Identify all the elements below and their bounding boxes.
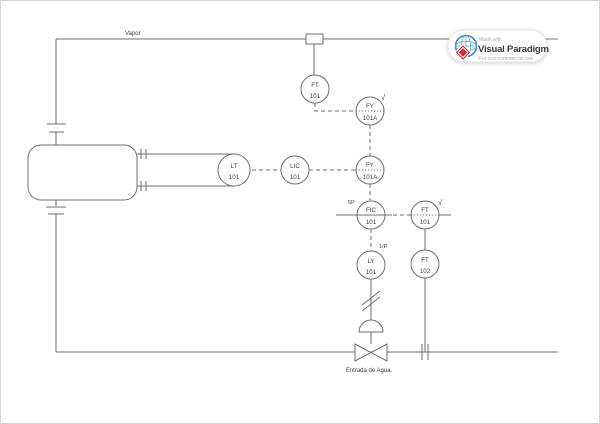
fy101a-upper-num: 101A xyxy=(363,115,378,122)
lt101-tag: LT xyxy=(231,163,238,170)
badge-made-with-text: Made with xyxy=(479,37,502,43)
vessel-bottom-flange-downcomer xyxy=(46,200,66,352)
orifice-plate-flow-element xyxy=(305,33,324,45)
ft101-top-circle xyxy=(300,74,330,104)
sqrt-symbol-upper: √ xyxy=(381,93,386,102)
lower-nozzle-tick-marks xyxy=(140,181,147,191)
fic101-tag: FIC xyxy=(366,207,376,214)
fic101-circle xyxy=(356,200,386,230)
pneumatic-slash-marks xyxy=(361,290,381,312)
vapor-line-label: Vapor xyxy=(125,31,141,37)
ft101-top-tag: FT xyxy=(311,82,319,89)
level-tap-lines xyxy=(137,149,234,191)
ip-converter-label: 1/P xyxy=(379,244,388,250)
lt101-num: 101 xyxy=(229,174,240,181)
instrument-ly101: LY 101 1/P xyxy=(356,244,388,280)
instrument-ft101-top: FT 101 xyxy=(300,74,330,104)
ft102-tag: FT xyxy=(421,257,429,264)
ly101-num: 101 xyxy=(366,269,377,276)
ft101-right-tag: FT xyxy=(421,207,429,214)
lic101-circle xyxy=(280,155,310,185)
instrument-lt101: LT 101 xyxy=(217,153,251,187)
ft101-to-fy101a-signal xyxy=(314,103,356,112)
valve-actuator-dome xyxy=(358,319,384,333)
badge-brand-text[interactable]: Visual Paradigm xyxy=(478,44,549,55)
fy101a-lower-num: 101A xyxy=(363,174,378,181)
visual-paradigm-logo-icon xyxy=(454,34,478,62)
instrument-lic101: LIC 101 xyxy=(280,155,310,185)
instrument-ft101-right: FT 101 √ xyxy=(410,198,451,230)
valve-body-right xyxy=(369,343,388,362)
fic101-num: 101 xyxy=(366,219,377,226)
ft102-circle xyxy=(410,249,440,279)
badge-license-text: For non-commercial use xyxy=(479,56,533,62)
fy101a-lower-tag: FY xyxy=(366,162,374,169)
sqrt-symbol-right: √ xyxy=(438,198,443,207)
upper-nozzle-tick-marks xyxy=(140,149,147,159)
instrument-fic101: FIC 101 SP xyxy=(336,200,392,230)
vessel-top-flange xyxy=(47,123,66,146)
control-valve-assembly xyxy=(354,319,388,362)
lic101-num: 101 xyxy=(290,174,301,181)
ft101-right-num: 101 xyxy=(420,219,431,226)
lic101-tag: LIC xyxy=(290,163,300,170)
vessel-drum xyxy=(27,144,138,201)
ly101-tag: LY xyxy=(367,258,374,265)
ft102-num: 102 xyxy=(420,268,431,275)
signal-lines xyxy=(252,103,426,352)
setpoint-label: SP xyxy=(347,200,355,206)
fy101a-upper-tag: FY xyxy=(366,103,374,110)
water-orifice-flange-marks xyxy=(421,344,429,360)
instrument-fy101a-lower: FY 101A xyxy=(355,155,385,185)
lt101-circle xyxy=(217,153,251,187)
visual-paradigm-badge[interactable]: Made with Visual Paradigm For non-commer… xyxy=(447,29,549,63)
instrument-fy101a-upper: FY 101A √ xyxy=(355,93,386,126)
water-inlet-label: Entrada de Agua. xyxy=(346,368,393,374)
instrument-ft102: FT 102 xyxy=(410,249,440,279)
ly101-circle xyxy=(356,250,386,280)
valve-body-left xyxy=(354,343,373,362)
ft101-top-num: 101 xyxy=(310,93,321,100)
